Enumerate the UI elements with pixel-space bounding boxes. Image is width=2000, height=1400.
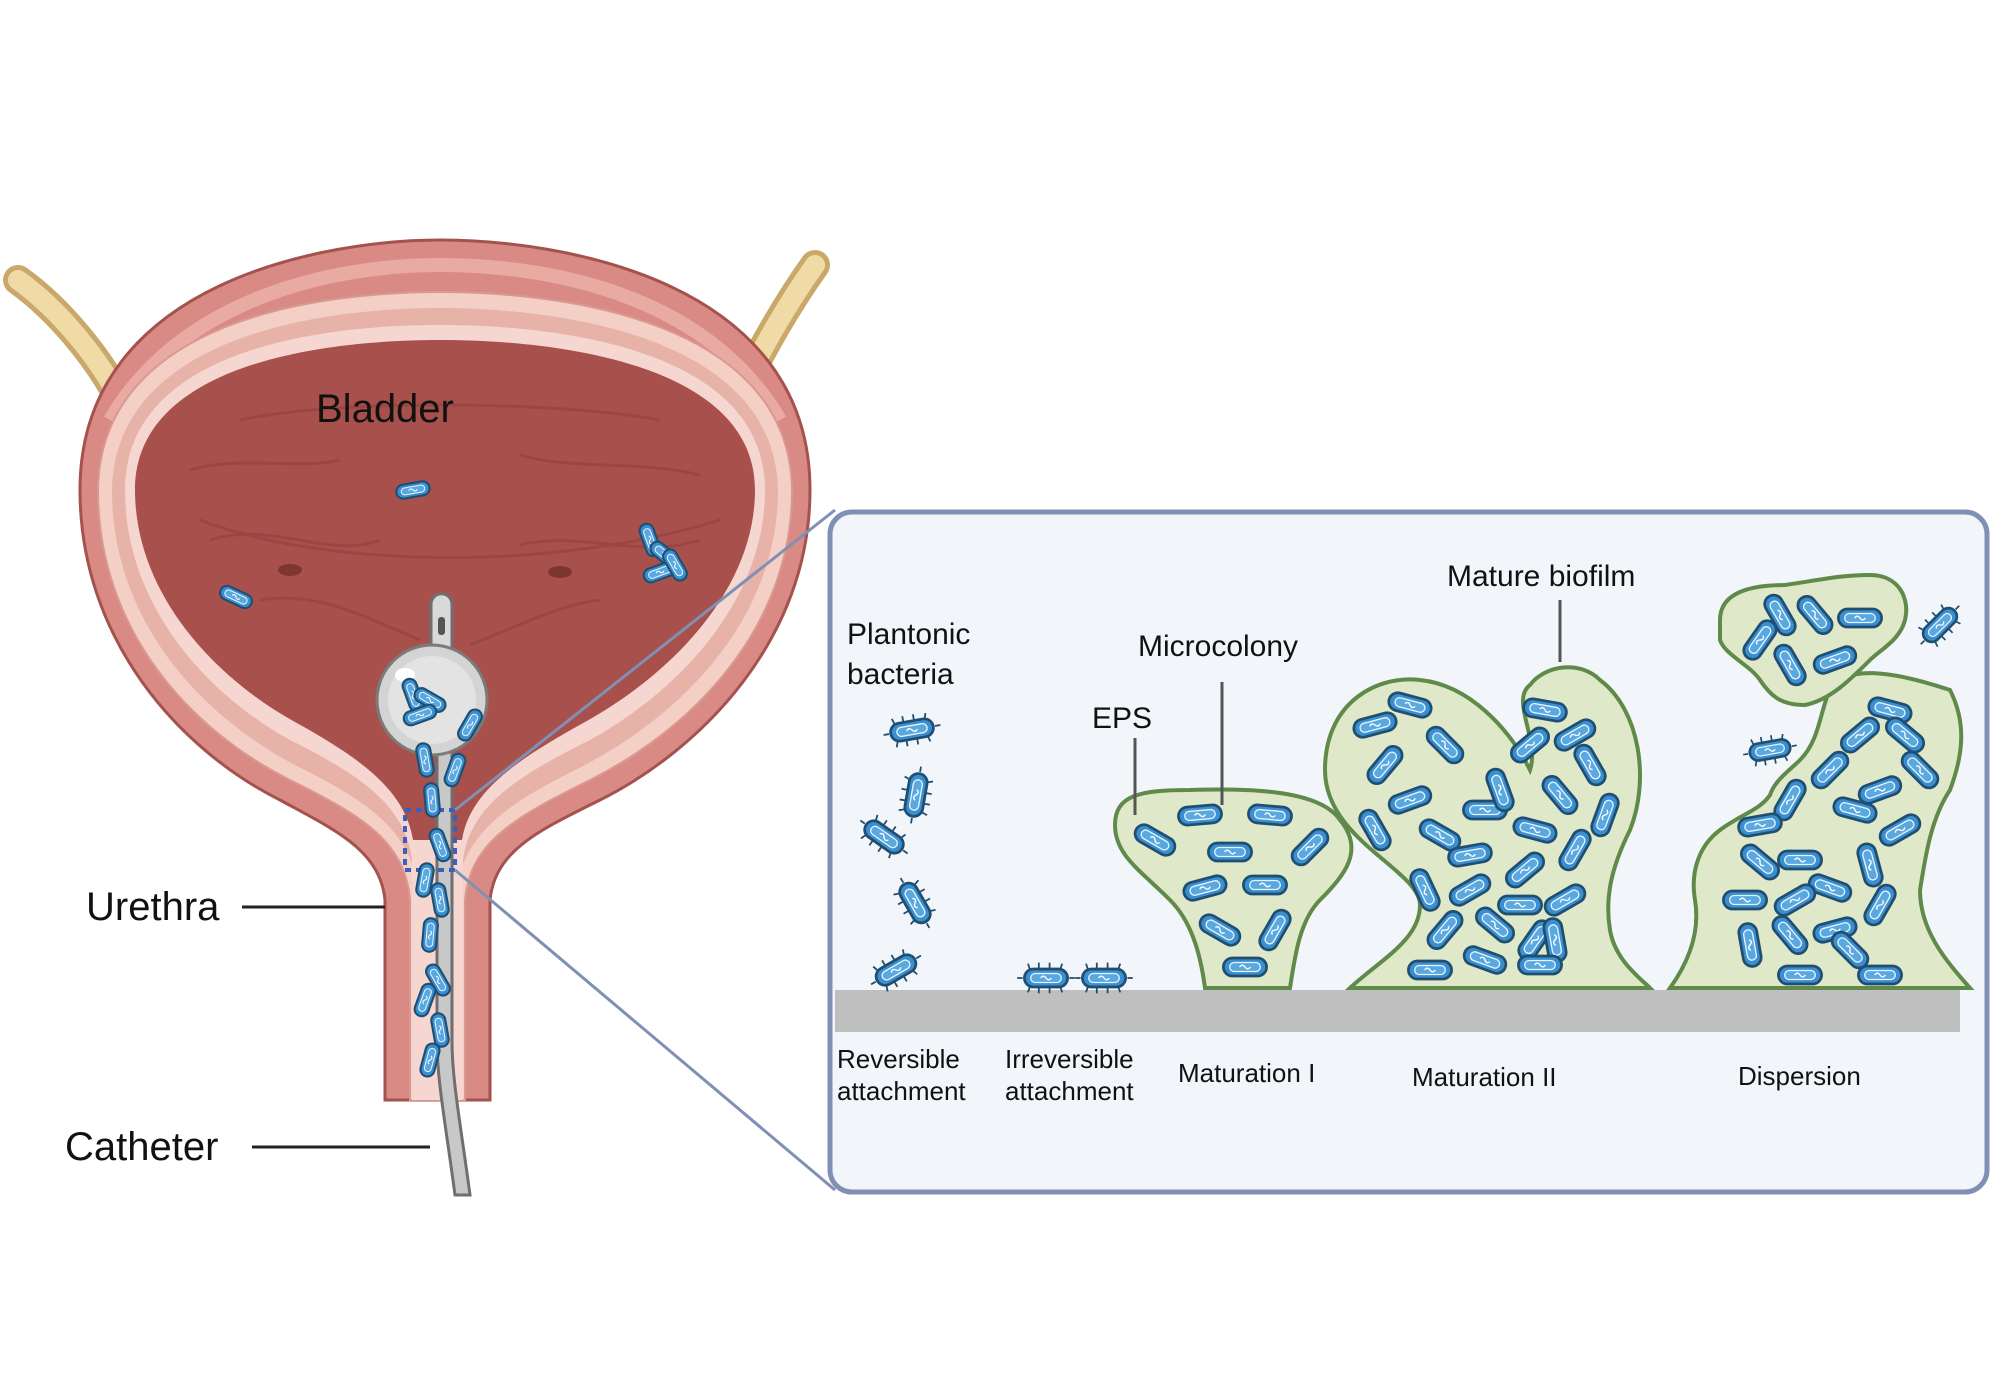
- mature-biofilm-label: Mature biofilm: [1447, 560, 1635, 593]
- zoom-connector-top: [454, 508, 836, 812]
- catheter-surface: [835, 990, 1960, 1032]
- eps-label: EPS: [1092, 702, 1152, 735]
- stage-label-line1: Maturation II: [1412, 1062, 1557, 1092]
- planktonic-label-line2: bacteria: [847, 658, 954, 691]
- biofilm-stages-panel: Plantonic bacteria EPS Microcolony Matur…: [827, 509, 1990, 1195]
- stage-label-line1: Irreversible: [1005, 1044, 1134, 1074]
- microcolony-eps: [1112, 787, 1354, 990]
- bladder-illustration: Bladder Urethra Catheter: [3, 238, 830, 1197]
- stage-label-line1: Maturation I: [1178, 1058, 1315, 1088]
- planktonic-label-line1: Plantonic: [847, 618, 970, 651]
- catheter-label: Catheter: [65, 1125, 218, 1169]
- catheter-tube: [435, 688, 472, 1197]
- microcolony-label: Microcolony: [1138, 630, 1298, 663]
- stage-label-line2: attachment: [837, 1076, 966, 1106]
- zoom-connector-bottom: [454, 868, 836, 1192]
- stage-label-line1: Reversible: [837, 1044, 960, 1074]
- stage-label-line2: attachment: [1005, 1076, 1134, 1106]
- urethra-label: Urethra: [86, 885, 220, 929]
- bladder-label: Bladder: [316, 387, 454, 431]
- stage-label-line1: Dispersion: [1738, 1061, 1861, 1091]
